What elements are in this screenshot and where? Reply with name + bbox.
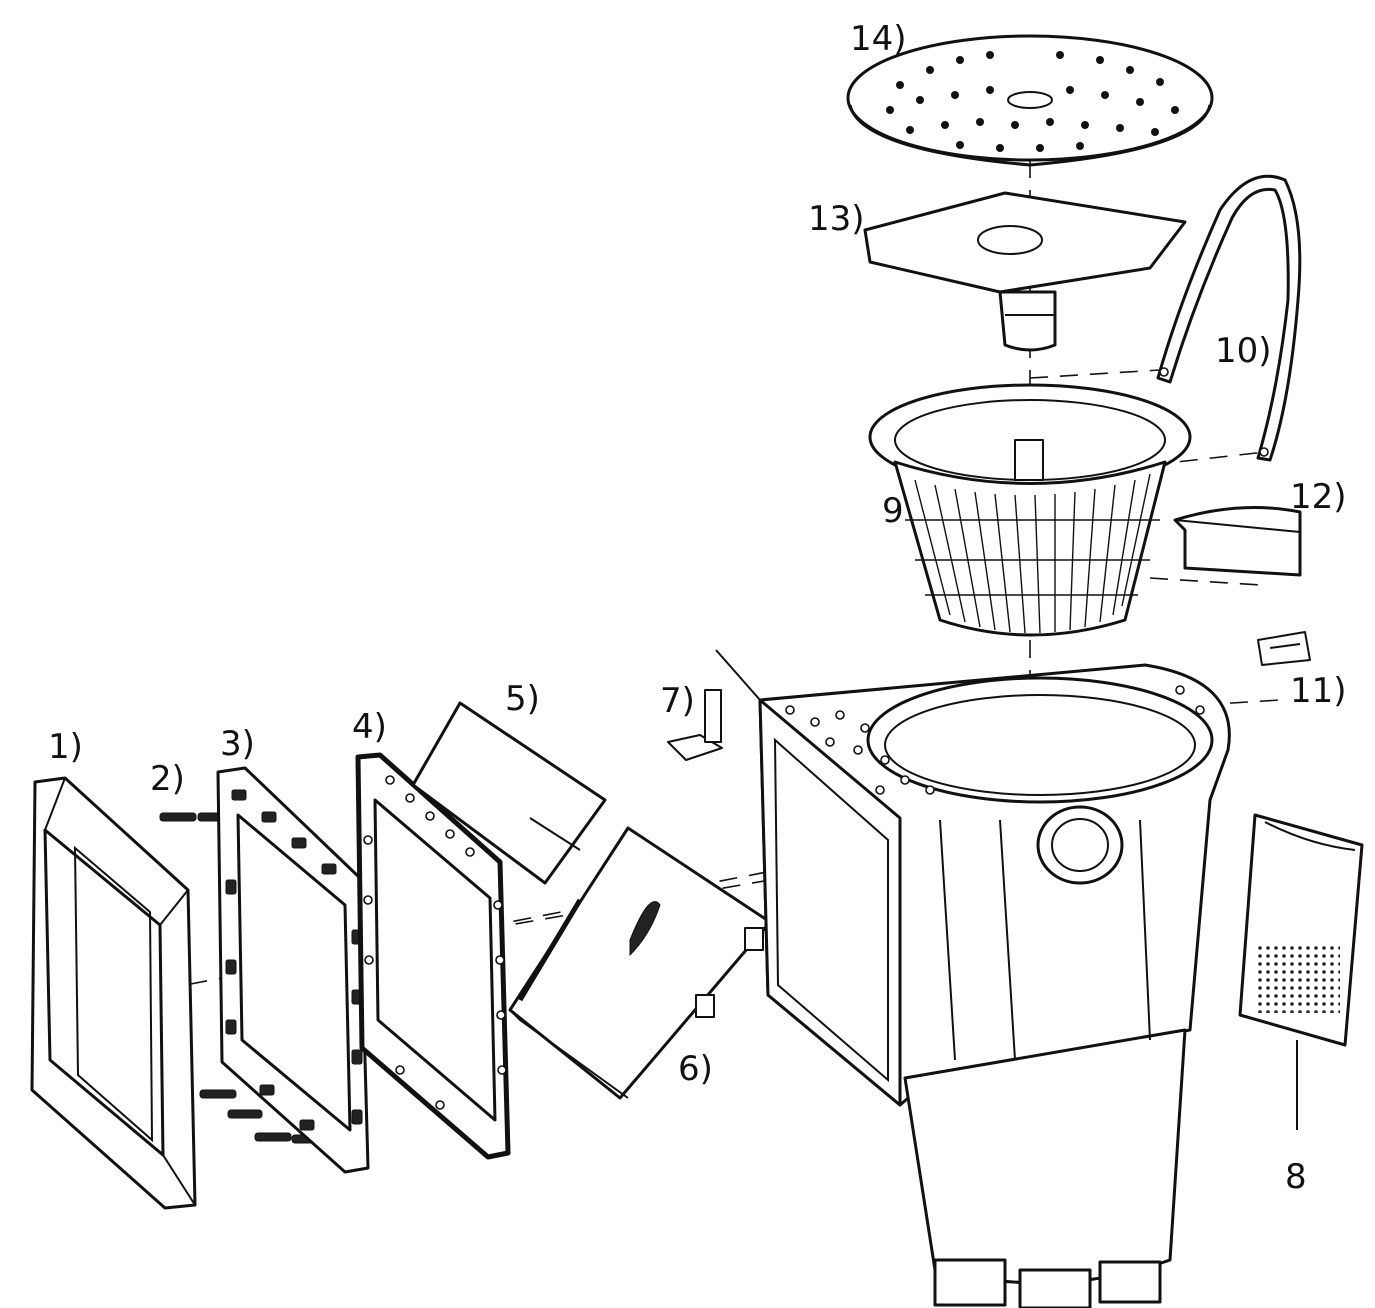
label-13: 13) (808, 199, 865, 239)
part-12-flap-stop (1173, 506, 1302, 577)
label-4: 4) (352, 707, 387, 747)
part-7-float-holder (667, 649, 761, 761)
part-11-clip (1257, 631, 1311, 666)
label-11: 11) (1290, 671, 1347, 711)
skimmer-body (758, 663, 1231, 1308)
part-8-label-plate (1238, 813, 1364, 1130)
label-8: 8 (1285, 1157, 1307, 1197)
label-1: 1) (48, 727, 83, 767)
label-14: 14) (850, 19, 907, 59)
label-6: 6) (678, 1049, 713, 1089)
part-14-lid (846, 34, 1214, 167)
part-4-gasket (355, 752, 511, 1160)
part-6-weir-flap (508, 826, 772, 1100)
part-10-handle (1156, 174, 1302, 462)
label-10: 10) (1215, 331, 1272, 371)
label-3: 3) (220, 724, 255, 764)
part-9-basket (868, 383, 1192, 637)
part-5-plate (411, 701, 607, 885)
part-13-vacuum-plate (863, 191, 1187, 352)
callout-labels: 1) 2) 3) 4) 5) 6) 7) 8 9 10) 11) 12) 13)… (48, 19, 1347, 1197)
part-1-faceplate (30, 776, 197, 1210)
label-5: 5) (505, 679, 540, 719)
part-3-clamping-frame (216, 766, 370, 1174)
label-12: 12) (1290, 477, 1347, 517)
label-9: 9 (882, 491, 904, 531)
label-2: 2) (150, 759, 185, 799)
label-7: 7) (660, 681, 695, 721)
